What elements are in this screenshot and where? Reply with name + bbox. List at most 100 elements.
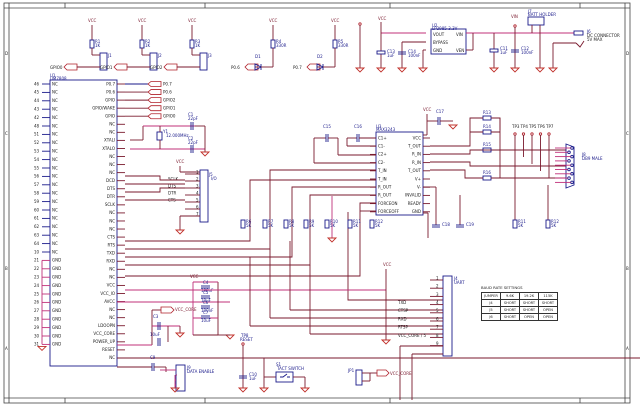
mcu-pin-name: NC [52,81,58,86]
jumper-j1[interactable] [99,52,108,71]
frame-row-marker: B [5,266,8,271]
mcu-pin-name: GND [52,325,61,330]
testpoint-tp5[interactable] [530,132,534,136]
db9-pin[interactable] [567,159,571,163]
svg-text:U3: U3 [376,124,382,129]
mcu-pin-name: NC [52,123,58,128]
table-cell: J5 [481,306,501,314]
db9-pin[interactable] [570,180,574,185]
dc-jack-j6[interactable] [573,30,584,36]
net-port-gpio1[interactable] [113,63,128,71]
resistor-ref: R3 [195,39,201,44]
svg-text:C12: C12 [521,46,529,51]
svg-text:S1: S1 [276,362,282,367]
mcu-pin-name: GND [52,317,61,322]
uart-header-body[interactable] [442,275,453,357]
ground-icon [354,67,366,73]
mcu-pin-number: 60 [34,207,40,212]
svg-text:J8: J8 [581,152,586,157]
header-j5-body[interactable] [199,169,209,223]
dip-switch-j9[interactable] [175,364,186,392]
mcu-pin-name: NC [109,355,115,360]
testpoint-tp4[interactable] [521,132,526,136]
resistor-value: 5K [309,223,315,228]
svg-text:C16: C16 [354,124,362,129]
led-ref: D1 [255,54,261,59]
power-section: VCC C13 1uF C14 100nF U2 LP2985-3.3V VOU… [354,9,620,73]
header-net-label: DTS [168,184,177,189]
vcc-label: VCC [188,18,197,23]
table-cell: OPEN [519,313,539,321]
svg-text:VCC: VCC [423,107,432,112]
wire [411,353,443,400]
jumper-j3[interactable] [199,52,208,71]
resistor-ref: R6 [246,219,252,224]
mcu-pin-name: NC [52,107,58,112]
svg-text:C17: C17 [436,109,444,114]
transceiver-pin-name: GND [412,209,421,214]
jumper-j2[interactable] [149,52,158,71]
svg-text:1uF: 1uF [500,50,508,55]
jumper-ref: J1 [107,53,112,58]
header-pin-number: 2 [436,284,439,289]
net-label: GPIO1 [100,65,113,70]
transceiver-pin-name: C1+ [378,135,387,140]
db9-pin[interactable] [570,172,574,176]
net-port-gpio0[interactable] [147,113,162,120]
mcu-pin-name: TXD [106,251,115,256]
header-pin-number: 1 [196,170,199,175]
net-port-gpio0[interactable] [63,63,78,71]
mcu-pin-name: NC [52,140,58,145]
table-cell: SHORT [500,306,520,314]
jumper-j7[interactable] [527,16,545,26]
mcu-pin-number: 51 [34,132,40,137]
sheet-frame [3,2,631,404]
mcu-pin-name: NC [52,165,58,170]
resistor-r9 [303,219,309,229]
svg-text:U1: U1 [50,73,56,78]
net-port-gpio2[interactable] [163,63,178,71]
resistor-ref: R11 [518,219,526,224]
mcu-pin-number: 55 [34,165,40,170]
mcu-pin-name: AVCC [104,299,115,304]
testpoint-tp2[interactable] [358,22,362,26]
svg-text:C14: C14 [408,49,416,54]
table-cell: SHORT [519,299,539,307]
db9-pin[interactable] [570,146,574,150]
net-port-gpio1[interactable] [147,105,162,112]
testpoint-tp7[interactable] [547,132,551,136]
svg-text:JP1: JP1 [347,368,355,373]
svg-text:1uF: 1uF [387,53,395,58]
testpoint-tp6[interactable] [538,132,543,136]
capacitor-ref: C6 [203,300,209,305]
db9-pin[interactable] [567,176,571,180]
net-port-p0.7[interactable] [147,81,162,87]
svg-text:C15: C15 [323,124,331,129]
mcu-pin-name: SCLK [105,202,116,207]
uart-header-j4: VCC J4 UART 1234TXD5CTSP6RXD7RTSP8VCC_CO… [380,262,465,400]
jumper-jp1[interactable] [355,369,363,386]
db9-pin[interactable] [567,167,571,172]
testpoint-tp3[interactable] [513,132,517,136]
db9-pin[interactable] [570,163,574,167]
db9-pin[interactable] [570,154,574,159]
vcc-core-port: VCC_CORE C3 10uF [117,306,197,346]
svg-text:1uF: 1uF [249,376,257,381]
net-port-gpio2[interactable] [147,97,162,104]
mcu-pin-name: NC [52,191,58,196]
transceiver-pin-name: R_OUT [378,185,392,190]
db9-pin[interactable] [567,150,571,155]
net-port-p0.6[interactable] [147,89,162,95]
svg-text:C18: C18 [442,222,450,227]
header-pin-number: 6 [196,205,199,210]
tact-switch-s1[interactable] [275,371,294,383]
mcu-pin-name: NC [52,98,58,103]
frame-row-marker: D [626,51,629,56]
mcu-pin-number: 30 [34,333,40,338]
transceiver-pin-name: VCC [413,135,422,140]
testpoint-reset[interactable] [241,342,245,346]
mcu-pin-name: GPIO/WAKE [92,105,115,110]
